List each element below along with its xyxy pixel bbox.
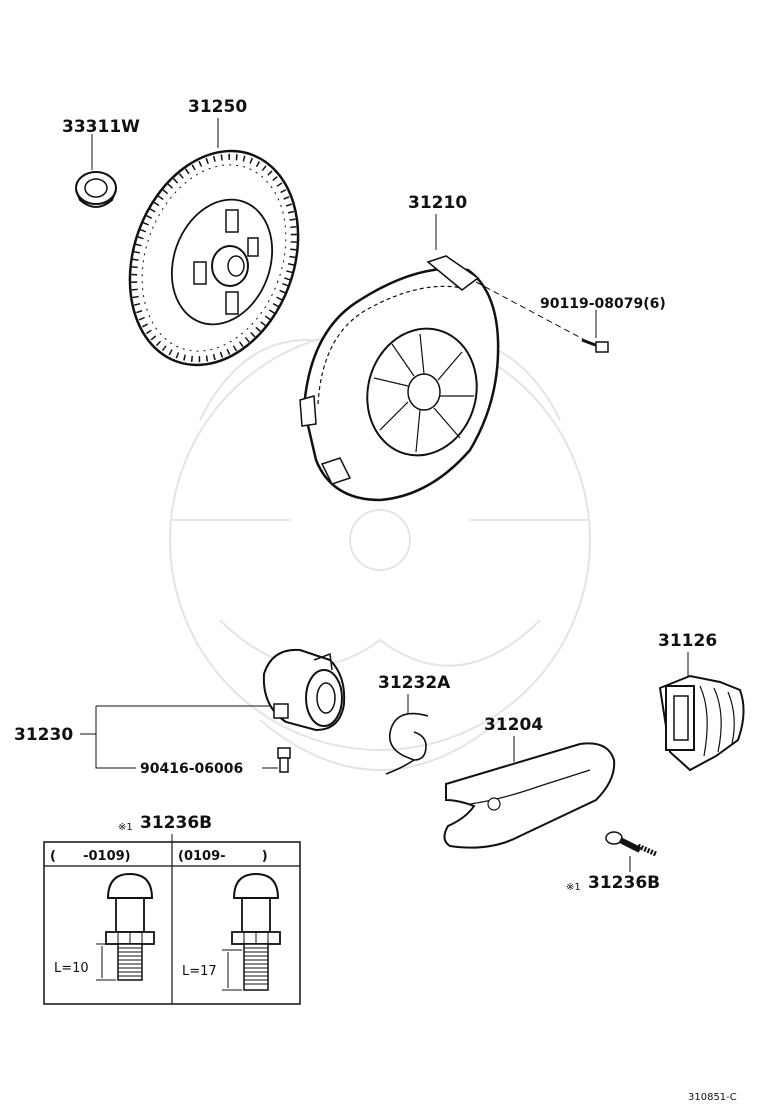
label-31236b-bottom: 31236B bbox=[588, 873, 660, 893]
label-90119: 90119-08079(6) bbox=[540, 296, 666, 312]
part-90119-bolt[interactable] bbox=[581, 338, 609, 353]
label-33311w: 33311W bbox=[62, 117, 140, 137]
part-31232a-clip[interactable] bbox=[385, 712, 429, 775]
inset-col2-length: L=17 bbox=[182, 964, 217, 979]
part-31204-release-fork[interactable] bbox=[443, 742, 616, 849]
inset-col1-length: L=10 bbox=[54, 961, 89, 976]
label-31230: 31230 bbox=[14, 725, 73, 745]
part-90416-fitting[interactable] bbox=[277, 747, 291, 773]
label-31236b-top: 31236B bbox=[140, 813, 212, 833]
label-31250: 31250 bbox=[188, 97, 247, 117]
part-31230-release-bearing[interactable] bbox=[262, 648, 346, 732]
note-mark-top: ※1 bbox=[118, 822, 133, 833]
note-mark-bottom: ※1 bbox=[566, 882, 581, 893]
label-90416: 90416-06006 bbox=[140, 761, 243, 777]
label-31126: 31126 bbox=[658, 631, 717, 651]
part-31236b-pivot[interactable] bbox=[605, 831, 658, 857]
part-31210-pressure-plate[interactable] bbox=[299, 255, 500, 502]
label-31232a: 31232A bbox=[378, 673, 451, 693]
part-31250-clutch-disc[interactable] bbox=[101, 127, 327, 388]
part-31126-boot[interactable] bbox=[658, 674, 745, 772]
label-31204: 31204 bbox=[484, 715, 543, 735]
pivot-long-thread-drawing bbox=[222, 872, 281, 991]
part-33311w-bearing[interactable] bbox=[75, 171, 117, 208]
figure-code: 310851-C bbox=[688, 1092, 737, 1103]
inset-col2-header: (0109- ) bbox=[178, 849, 268, 864]
label-31210: 31210 bbox=[408, 193, 467, 213]
variant-inset-table bbox=[43, 841, 301, 1005]
inset-col1-header: ( -0109) bbox=[50, 849, 131, 864]
pivot-short-thread-drawing bbox=[96, 872, 155, 981]
